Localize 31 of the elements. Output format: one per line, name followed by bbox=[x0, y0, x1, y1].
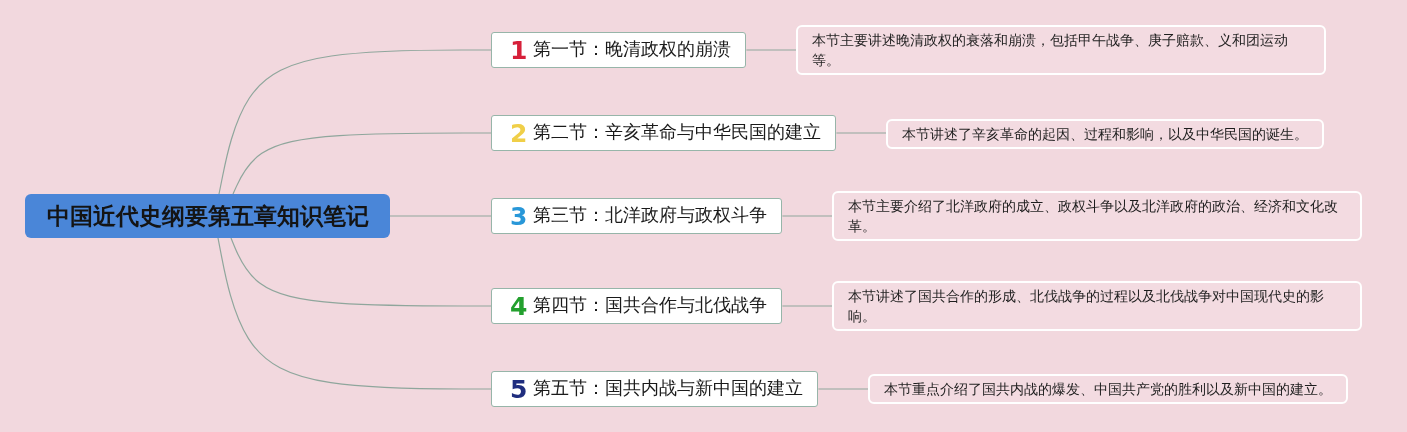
section-box bbox=[491, 371, 819, 407]
section-title: 第五节：国共内战与新中国的建立 bbox=[533, 378, 804, 400]
central-topic: 中国近代史纲要第五章知识笔记 bbox=[25, 194, 390, 238]
connector-line bbox=[218, 49, 492, 195]
section-number: 2 bbox=[510, 120, 528, 146]
section-number: 1 bbox=[510, 37, 528, 63]
section-box bbox=[491, 115, 837, 151]
connector-line bbox=[835, 132, 887, 134]
section-title: 第一节：晚清政权的崩溃 bbox=[533, 39, 732, 61]
section-number: 3 bbox=[510, 203, 528, 229]
connector-line bbox=[217, 237, 492, 390]
connector-line bbox=[817, 388, 869, 390]
section-title: 第三节：北洋政府与政权斗争 bbox=[533, 205, 768, 227]
connector-line bbox=[745, 49, 797, 51]
connector-line bbox=[230, 237, 492, 307]
connector-line bbox=[781, 215, 833, 217]
description-note: 本节讲述了辛亥革命的起因、过程和影响，以及中华民国的诞生。 bbox=[886, 119, 1324, 149]
connector-line bbox=[781, 305, 833, 307]
description-note: 本节主要讲述晚清政权的衰落和崩溃，包括甲午战争、庚子赔款、义和团运动等。 bbox=[796, 25, 1326, 75]
section-box bbox=[491, 32, 747, 68]
section-box bbox=[491, 198, 783, 234]
description-note: 本节重点介绍了国共内战的爆发、中国共产党的胜利以及新中国的建立。 bbox=[868, 374, 1348, 404]
description-note: 本节主要介绍了北洋政府的成立、政权斗争以及北洋政府的政治、经济和文化改革。 bbox=[832, 191, 1362, 241]
connector-line bbox=[389, 215, 492, 217]
section-number: 4 bbox=[510, 293, 528, 319]
section-title: 第四节：国共合作与北伐战争 bbox=[533, 295, 768, 317]
description-note: 本节讲述了国共合作的形成、北伐战争的过程以及北伐战争对中国现代史的影响。 bbox=[832, 281, 1362, 331]
connector-line bbox=[232, 132, 492, 195]
section-number: 5 bbox=[510, 376, 528, 402]
section-box bbox=[491, 288, 783, 324]
section-title: 第二节：辛亥革命与中华民国的建立 bbox=[533, 122, 822, 144]
